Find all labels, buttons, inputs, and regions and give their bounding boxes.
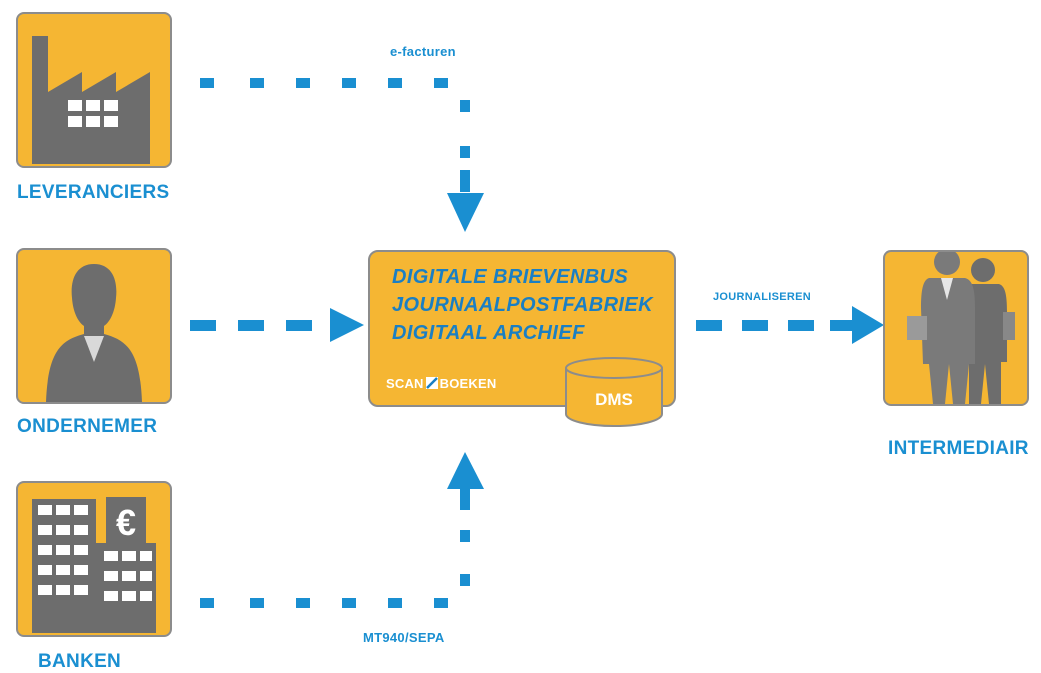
ondernemer-arrowhead xyxy=(330,308,364,342)
e-facturen-arrowhead xyxy=(447,193,484,232)
central-platform-box: DIGITALE BRIEVENBUS JOURNAALPOSTFABRIEK … xyxy=(368,250,676,427)
ondernemer-tile xyxy=(16,248,172,404)
banken-label: BANKEN xyxy=(38,651,122,672)
function-journaalpostfabriek: JOURNAALPOSTFABRIEK xyxy=(392,294,653,316)
edge-label-e-facturen: e-facturen xyxy=(390,44,456,59)
e-facturen-connector xyxy=(200,78,470,192)
ondernemer-label: ONDERNEMER xyxy=(17,416,158,437)
leveranciers-label: LEVERANCIERS xyxy=(17,182,170,203)
mt940-connector xyxy=(200,488,470,608)
scan-boeken-logo: SCAN BOEKEN xyxy=(386,376,496,391)
function-digitaal-archief: DIGITAAL ARCHIEF xyxy=(392,322,585,344)
journaliseren-arrowhead xyxy=(852,306,884,344)
bank-euro-icon: € xyxy=(32,497,156,633)
logo-scan-text: SCAN xyxy=(386,376,424,391)
ondernemer-connector xyxy=(190,320,312,331)
businesswoman-icon xyxy=(46,264,142,402)
dms-database-icon xyxy=(565,357,663,427)
leveranciers-tile xyxy=(16,12,172,168)
dms-label: DMS xyxy=(595,390,633,409)
logo-boeken-text: BOEKEN xyxy=(439,376,497,391)
svg-text:€: € xyxy=(116,502,136,543)
function-digitale-brievenbus: DIGITALE BRIEVENBUS xyxy=(392,266,629,288)
intermediair-tile xyxy=(883,250,1029,406)
factory-icon xyxy=(32,36,150,164)
businessmen-icon xyxy=(907,252,1015,404)
logo-mark-icon xyxy=(425,377,438,389)
mt940-arrowhead xyxy=(447,452,484,489)
edge-label-mt940-sepa: MT940/SEPA xyxy=(363,630,445,645)
intermediair-label: INTERMEDIAIR xyxy=(888,438,1029,459)
banken-tile: € xyxy=(16,481,172,637)
journaliseren-connector xyxy=(696,320,854,331)
edge-label-journaliseren: JOURNALISEREN xyxy=(713,291,812,303)
